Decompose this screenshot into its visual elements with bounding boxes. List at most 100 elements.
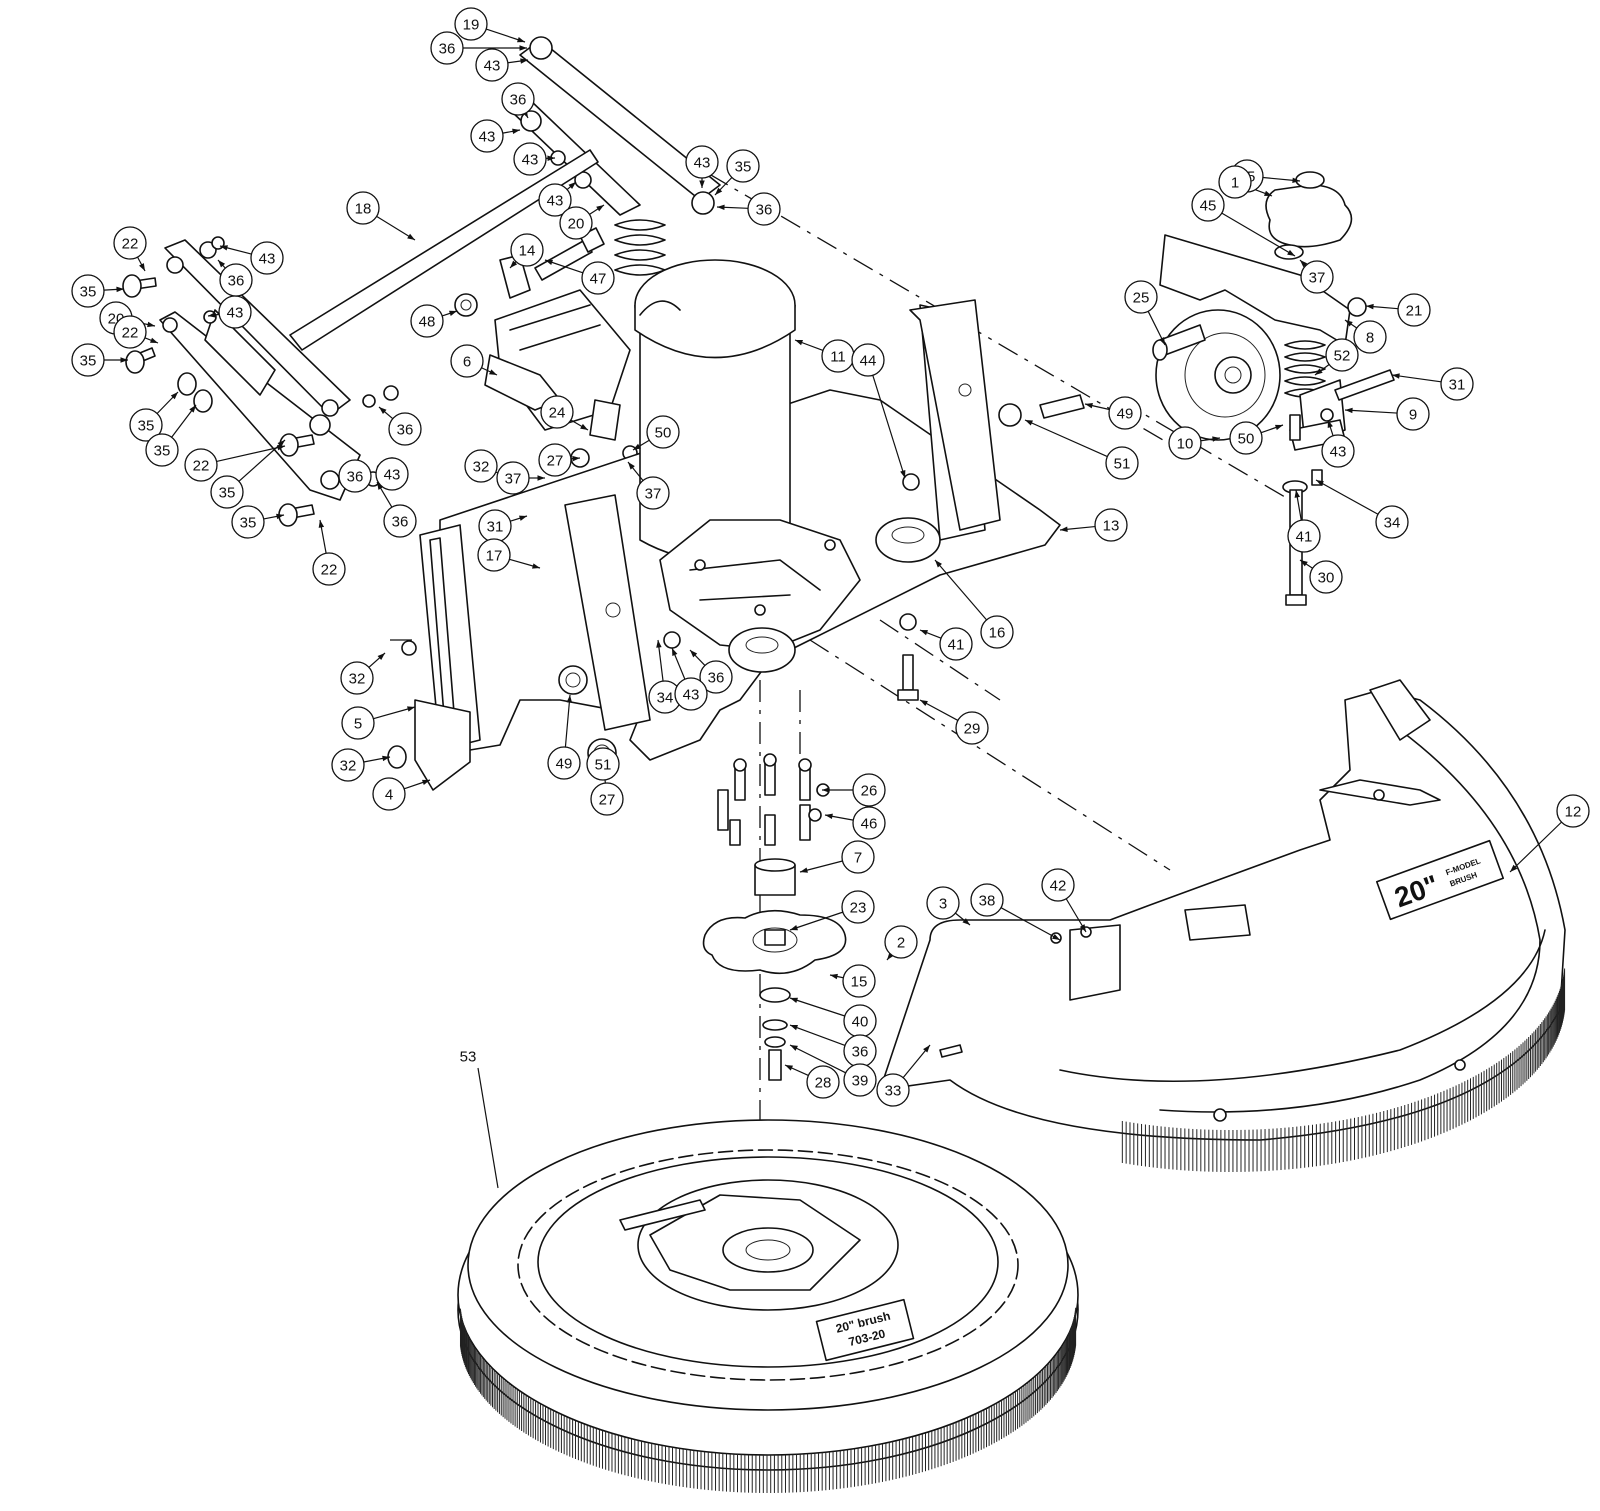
leader-line [1344, 409, 1398, 414]
callout-number: 35 [80, 284, 97, 301]
leader-arrowhead [1327, 420, 1333, 428]
callout-bubble: 43 [685, 145, 719, 179]
leader-arrowhead [672, 648, 678, 656]
callout-number: 33 [885, 1083, 902, 1100]
leader-arrowhead [277, 444, 285, 451]
leader-arrowhead [580, 423, 588, 430]
callout-number: 4 [385, 787, 393, 804]
callout-number: 38 [979, 893, 996, 910]
leader-arrowhead [1025, 420, 1033, 426]
callout-number: 17 [486, 548, 503, 565]
callout-bubble: 27 [590, 782, 624, 816]
callout-number: 39 [852, 1073, 869, 1090]
leader-arrowhead [920, 700, 928, 706]
leader-arrowhead [189, 405, 196, 413]
brush-bristles [459, 1307, 1077, 1493]
callout-bubble: 30 [1309, 560, 1343, 594]
callout-number: 51 [1114, 456, 1131, 473]
leader-arrowhead [510, 260, 518, 268]
leader-arrowhead [1287, 249, 1295, 256]
callout-bubble: 43 [1321, 434, 1355, 468]
callout-number: 37 [1309, 270, 1326, 287]
callout-bubble: 31 [478, 509, 512, 543]
wheel-bracket-assembly [1152, 171, 1395, 606]
callout-number: 43 [259, 251, 276, 268]
callout-number: 46 [861, 816, 878, 833]
callout-number: 31 [487, 519, 504, 536]
leader-line [564, 694, 571, 748]
leader-arrowhead [512, 128, 520, 135]
callout-bubble: 35 [145, 433, 179, 467]
callout-number: 43 [683, 687, 700, 704]
leader-arrowhead [379, 407, 387, 414]
callout-number: 29 [964, 721, 981, 738]
leader-arrowhead [1315, 368, 1323, 375]
callout-bubble: 9 [1396, 397, 1430, 431]
callout-bubble: 22 [312, 552, 346, 586]
handle-frame-left [122, 149, 599, 527]
leader-arrowhead [1392, 373, 1400, 379]
brush-hood: 20" F-MODEL BRUSH [879, 679, 1566, 1172]
leader-arrowhead [537, 475, 545, 481]
callout-bubble: 49 [547, 746, 581, 780]
callout-bubble: 11 [821, 339, 855, 373]
callout-number: 34 [657, 690, 674, 707]
callout-bubble: 36 [843, 1034, 877, 1068]
callout-number: 35 [735, 159, 752, 176]
leader-arrowhead [822, 787, 830, 793]
leader-arrowhead [800, 867, 808, 873]
callout-bubble: 35 [129, 408, 163, 442]
leader-line [1315, 479, 1379, 515]
callout-bubble: 26 [852, 773, 886, 807]
callout-bubble: 12 [1556, 794, 1590, 828]
callout-bubble: 23 [841, 890, 875, 924]
callout-number: 2 [897, 935, 905, 952]
callout-bubble: 36 [430, 31, 464, 65]
callout-bubble: 43 [674, 677, 708, 711]
leader-arrowhead [572, 455, 580, 462]
callout-bubble: 21 [1397, 293, 1431, 327]
callout-bubble: 5 [341, 706, 375, 740]
motor [634, 259, 941, 701]
callout-bubble: 24 [540, 395, 574, 429]
callout-bubble: 43 [538, 183, 572, 217]
callout-bubble: 38 [970, 883, 1004, 917]
leader-line [216, 445, 286, 463]
callout-bubble: 19 [454, 7, 488, 41]
callout-number: 35 [138, 418, 155, 435]
leader-arrowhead [830, 973, 838, 980]
scrub-brush: 20" brush 703-20 [457, 1119, 1079, 1493]
callout-number: 1 [1231, 175, 1239, 192]
callout-number: 35 [240, 515, 257, 532]
leader-arrowhead [276, 513, 284, 520]
callout-number: 26 [861, 783, 878, 800]
callout-number: 34 [1384, 515, 1401, 532]
callout-number: 32 [349, 671, 366, 688]
callout-number: 22 [122, 325, 139, 342]
leader-arrowhead [489, 369, 497, 375]
callout-number: 20 [568, 216, 585, 233]
drive-hub-stack [702, 858, 847, 1081]
callout-number: 6 [463, 354, 471, 371]
callout-number: 32 [340, 758, 357, 775]
callout-bubble: 27 [538, 443, 572, 477]
callout-bubble: 4 [372, 777, 406, 811]
callout-number: 50 [1238, 431, 1255, 448]
leader-arrowhead [790, 997, 798, 1003]
callout-number: 30 [1318, 570, 1335, 587]
callout-number: 43 [1330, 444, 1347, 461]
leader-arrowhead [547, 155, 555, 162]
leader-arrowhead [116, 286, 124, 293]
callout-bubble: 36 [699, 660, 733, 694]
brush-decal: 20" brush 703-20 [815, 1298, 915, 1362]
callout-bubble: 33 [876, 1073, 910, 1107]
callout-number: 14 [519, 243, 536, 260]
leader-arrowhead [377, 482, 384, 490]
leader-line [934, 559, 988, 621]
callout-bubble: 50 [646, 415, 680, 449]
callout-bubble: 40 [843, 1004, 877, 1038]
callout-bubble: 3 [926, 886, 960, 920]
callout-bubble: 29 [955, 711, 989, 745]
callout-bubble: 22 [113, 315, 147, 349]
leader-line [789, 1044, 846, 1074]
